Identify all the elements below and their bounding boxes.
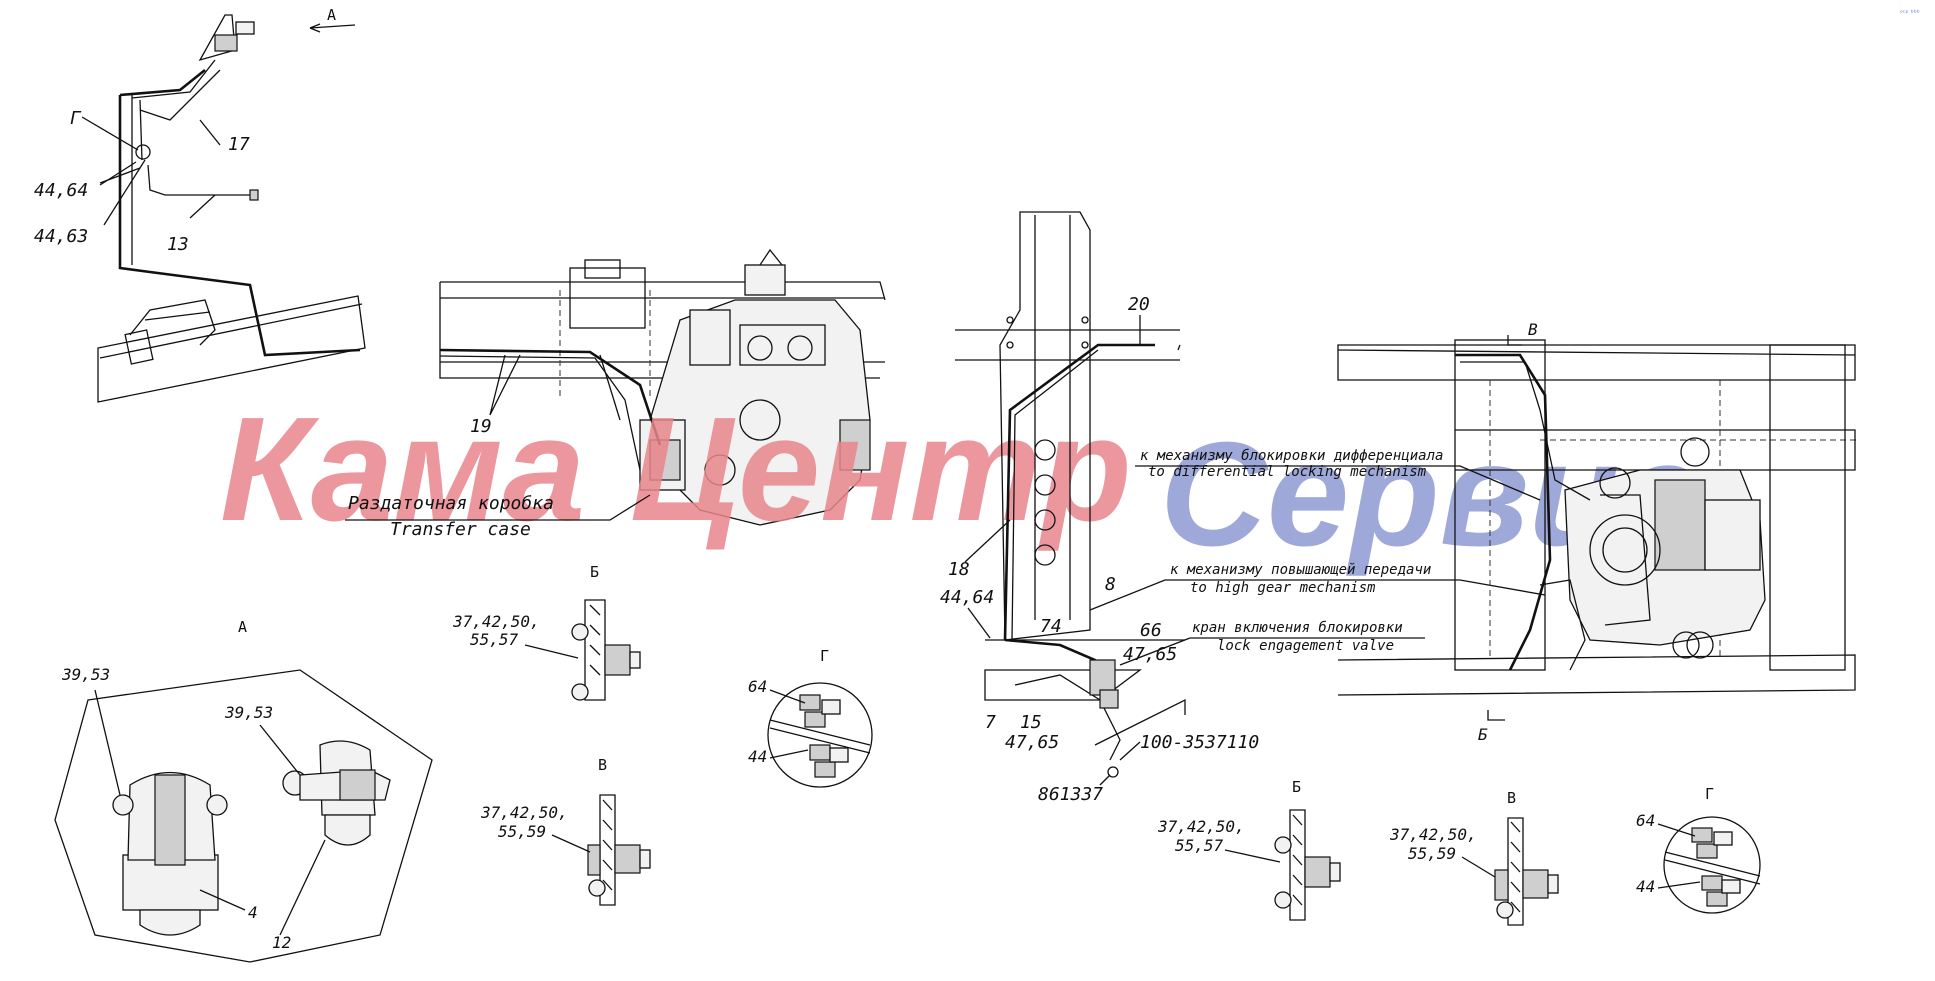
callout-8: 8	[1105, 574, 1116, 595]
detail-b-left-line2: 55,57	[470, 630, 519, 649]
callout-66: 66	[1140, 620, 1162, 641]
callout-74: 74	[1040, 616, 1062, 637]
callout-47-65-a: 47,65	[1123, 644, 1177, 665]
detail-g-left	[767, 682, 873, 788]
detail-v-right-line2: 55,59	[1408, 844, 1456, 863]
right-frame-view	[1337, 335, 1860, 721]
callout-g: Г	[70, 108, 82, 129]
callout-100-3537110: 100-3537110	[1140, 732, 1259, 753]
note-high-en: to high gear mechanism	[1190, 580, 1376, 596]
watermark-tsentr: Центр	[630, 387, 1132, 552]
detail-g-left-44: 44	[748, 747, 767, 766]
corner-mark: ᵒᶜᵖ ᵇᵇᵇ	[1900, 9, 1920, 17]
note-valve-en: lock engagement valve	[1217, 638, 1394, 654]
detail-b-left	[571, 599, 641, 701]
detail-a-title: A	[238, 618, 247, 636]
transfer-case-label-en: Transfer case	[390, 519, 531, 540]
right-section-b: Б	[1478, 725, 1488, 744]
detail-a-12: 12	[272, 933, 291, 952]
callout-center-44-64: 44,64	[940, 587, 994, 608]
top-left-routing-view	[81, 14, 366, 403]
callout-861337: 861337	[1038, 784, 1103, 805]
detail-a-39-53-b: 39,53	[224, 703, 273, 722]
detail-a-39-53-a: 39,53	[61, 665, 110, 684]
detail-a-view	[54, 669, 433, 963]
note-diff-en: to differential locking mechanism	[1148, 464, 1427, 480]
detail-g-left-64: 64	[748, 677, 767, 696]
callout-44-64: 44,64	[34, 180, 88, 201]
callout-47-65-b: 47,65	[1005, 732, 1059, 753]
detail-b-left-title: Б	[590, 563, 599, 581]
callout-20: 20	[1128, 294, 1150, 315]
note-diff-ru: к механизму блокировки дифференциала	[1140, 448, 1443, 464]
note-valve-ru: кран включения блокировки	[1192, 620, 1403, 636]
detail-v-right	[1494, 817, 1559, 926]
transfer-case-label-ru: Раздаточная коробка	[348, 493, 554, 514]
detail-a-4: 4	[248, 903, 258, 922]
callout-15: 15	[1020, 712, 1042, 733]
detail-v-left-line1: 37,42,50,	[480, 803, 568, 822]
callout-13: 13	[167, 234, 189, 255]
detail-v-left	[587, 794, 651, 906]
watermark: Кама Центр Сервис	[220, 387, 1702, 577]
callout-44-63: 44,63	[34, 226, 88, 247]
right-section-v: В	[1528, 320, 1538, 339]
detail-v-left-line2: 55,59	[498, 822, 546, 841]
detail-b-right-title: Б	[1292, 778, 1301, 796]
callout-17: 17	[228, 134, 250, 155]
note-high-ru: к механизму повышающей передачи	[1170, 562, 1431, 578]
callout-19: 19	[470, 416, 492, 437]
detail-v-left-title: В	[598, 756, 607, 774]
callout-18: 18	[948, 559, 970, 580]
detail-g-right-title: Г	[1705, 785, 1714, 803]
detail-b-right	[1274, 809, 1341, 921]
detail-v-right-line1: 37,42,50,	[1389, 825, 1477, 844]
detail-b-right-line2: 55,57	[1175, 836, 1224, 855]
detail-v-right-title: В	[1507, 789, 1516, 807]
detail-g-left-title: Г	[820, 647, 829, 665]
transfer-case-view	[439, 248, 886, 526]
detail-b-right-line1: 37,42,50,	[1157, 817, 1245, 836]
detail-g-right	[1663, 816, 1761, 914]
detail-b-left-line1: 37,42,50,	[452, 612, 540, 631]
watermark-kama: Кама	[220, 387, 585, 552]
view-a-arrow-label: A	[327, 6, 336, 24]
center-frame-view	[955, 211, 1186, 778]
detail-g-right-44: 44	[1636, 877, 1655, 896]
callout-7: 7	[985, 712, 996, 733]
detail-g-right-64: 64	[1636, 811, 1655, 830]
